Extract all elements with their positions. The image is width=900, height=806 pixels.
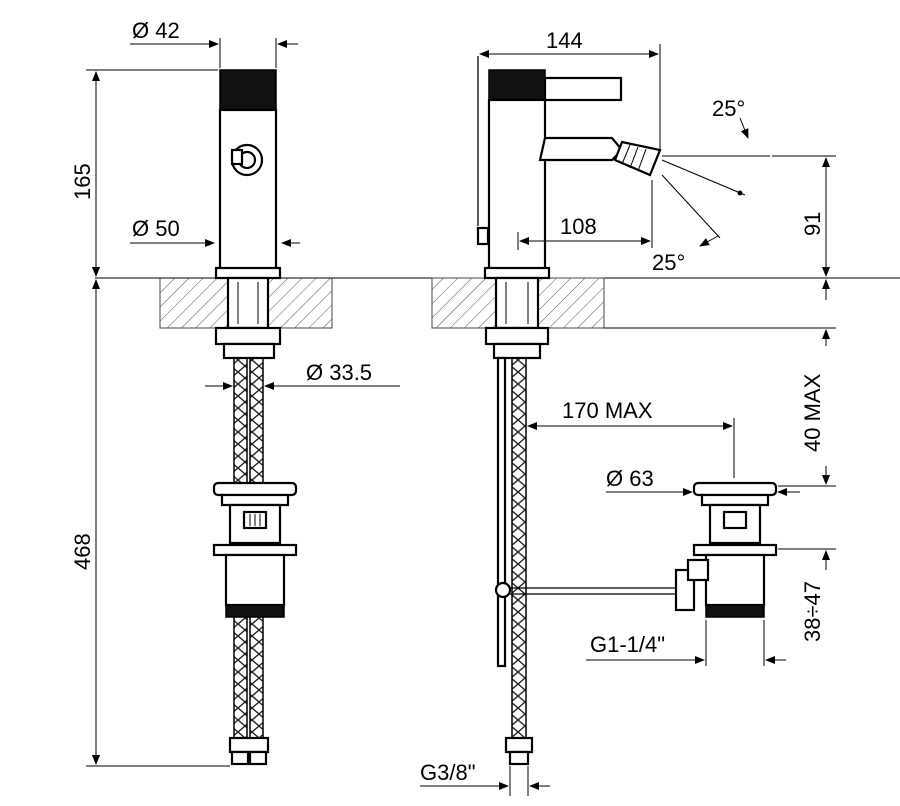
fixing-nut-front <box>214 326 282 346</box>
spout-height-label: 91 <box>800 212 825 236</box>
handle-cap-side <box>488 69 546 101</box>
hose-diameter-label: Ø 33.5 <box>306 360 372 385</box>
swivel-aerator <box>613 140 662 177</box>
hose-side <box>511 357 527 739</box>
tilt-up-label: 25° <box>712 96 745 121</box>
shank-side <box>494 276 540 330</box>
height-below-deck-label: 468 <box>70 533 95 570</box>
rod-length-label: 170 MAX <box>562 398 653 423</box>
shank-front <box>226 276 270 330</box>
mixer-body-side <box>487 98 547 272</box>
waste-plug-front <box>212 481 298 497</box>
base-diameter-label: Ø 50 <box>132 216 180 241</box>
height-above-deck-label: 165 <box>70 163 95 200</box>
front-view: Ø 42 Ø 50 165 468 Ø 33.5 <box>70 18 900 767</box>
handle-cap-front <box>219 69 277 111</box>
spout <box>538 136 624 162</box>
deck-thickness-label: 40 MAX <box>800 373 825 452</box>
base-ring-front <box>214 266 282 280</box>
waste-thread-label: G1-1/4" <box>590 632 665 657</box>
side-view: 144 108 25° 25° 91 40 MAX 170 MAX Ø 63 <box>420 28 836 796</box>
pop-up-rod <box>496 356 507 668</box>
fixing-nut-side <box>484 326 550 346</box>
body-diameter-label: Ø 42 <box>132 18 180 43</box>
spout-reach-label: 108 <box>560 214 597 239</box>
waste-diameter-label: Ø 63 <box>606 466 654 491</box>
base-ring-side <box>483 266 551 280</box>
reach-label: 144 <box>546 28 583 53</box>
mixer-body-front <box>218 108 278 272</box>
tilt-down-label: 25° <box>652 250 685 275</box>
waste-plug-side <box>692 481 778 497</box>
waste-adjust-label: 38÷47 <box>800 581 825 642</box>
lever-handle <box>543 76 623 102</box>
hose-thread-label: G3/8" <box>420 760 476 785</box>
